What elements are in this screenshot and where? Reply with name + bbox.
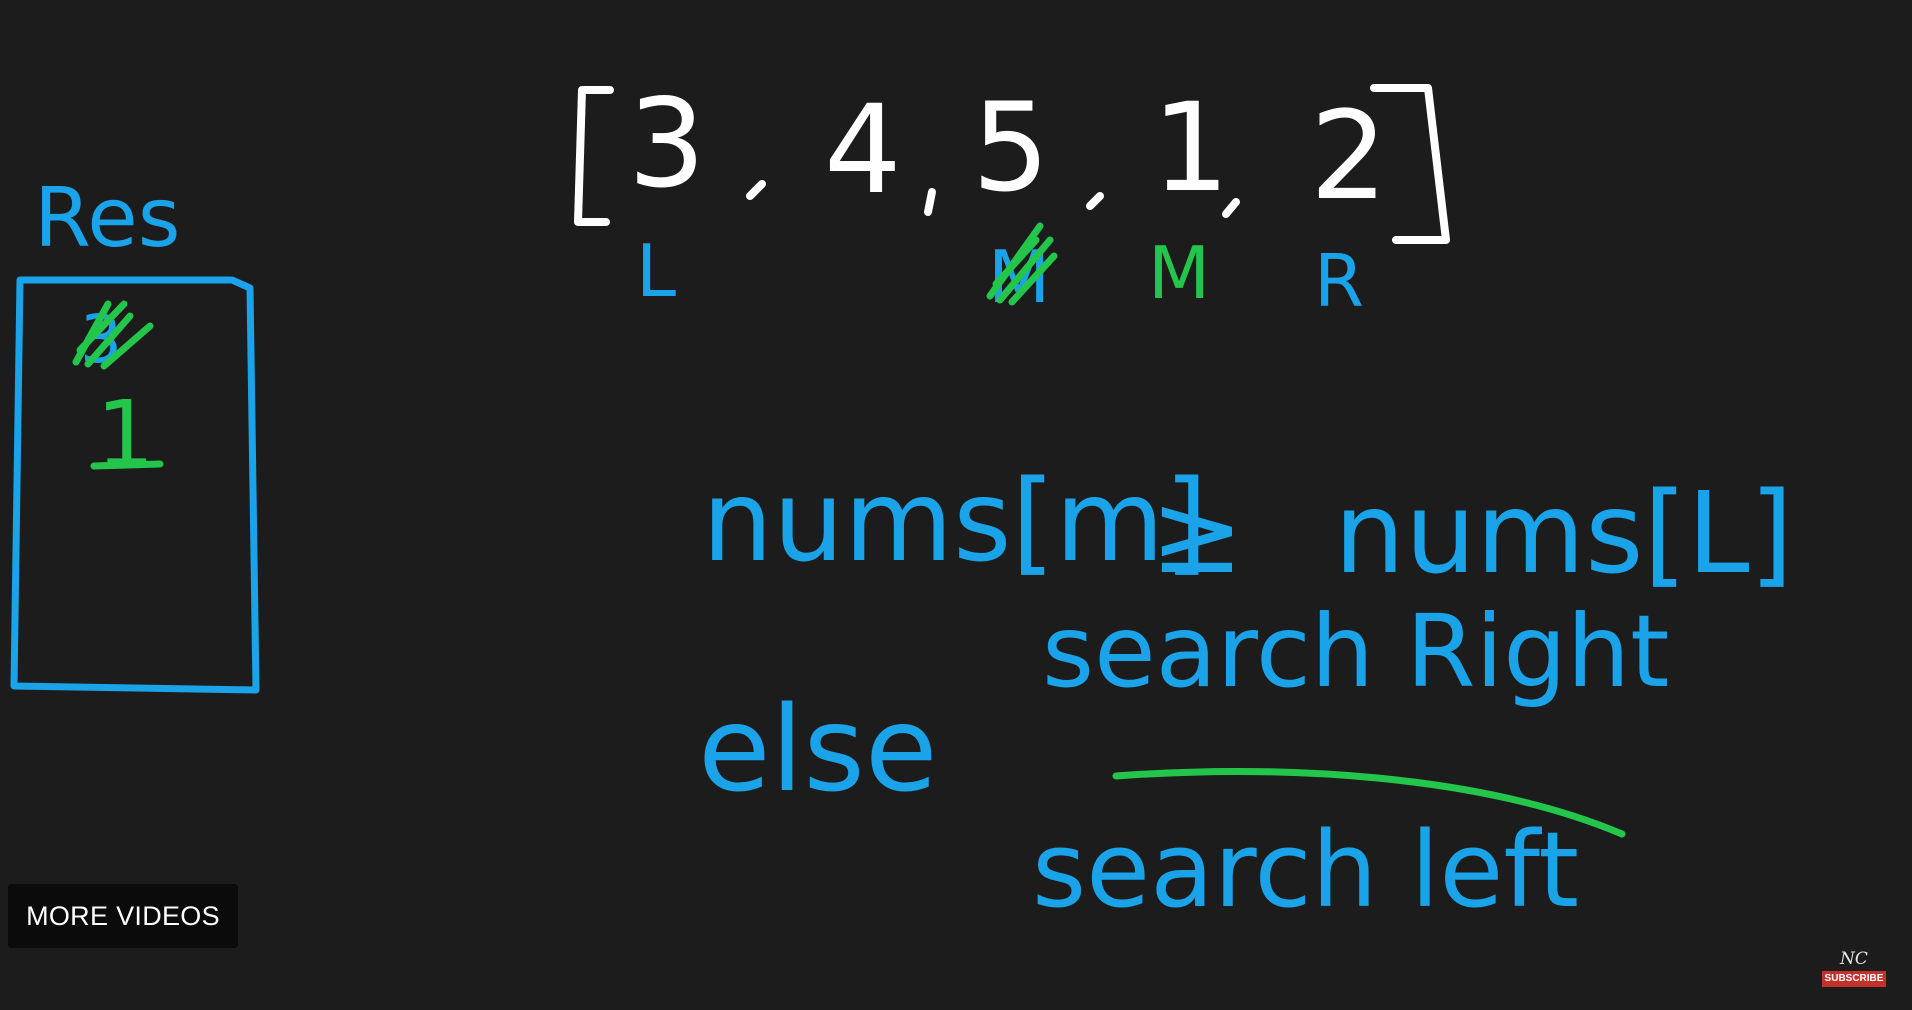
pointer-labels: L M M R (636, 222, 1364, 323)
else-keyword: else (698, 680, 937, 818)
array-comma-2 (1086, 192, 1104, 210)
array-close-bracket (1370, 84, 1450, 244)
if-action: search Right (1042, 593, 1669, 710)
pointer-left: L (636, 229, 676, 313)
array-open-bracket (574, 86, 614, 226)
array-comma-0 (746, 180, 766, 200)
more-videos-button[interactable]: MORE VIDEOS (8, 884, 238, 948)
channel-logo-icon: NC (1840, 949, 1868, 969)
array-value-3: 1 (1152, 77, 1230, 219)
divider-line (1112, 768, 1626, 838)
result-value: 1 (96, 381, 155, 488)
array-display: 3 4 5 1 2 (574, 73, 1450, 244)
pointer-mid: M (1148, 231, 1210, 315)
pointer-mid-crossout (986, 222, 1058, 306)
array-comma-3 (1222, 198, 1240, 218)
array-value-1: 4 (824, 79, 902, 221)
result-panel: Res 3 1 (10, 171, 260, 694)
pointer-right: R (1314, 239, 1364, 323)
array-comma-1 (924, 188, 936, 216)
array-value-4: 2 (1310, 85, 1388, 227)
condition-expression: nums[m] ≥ nums[L] (702, 457, 1793, 599)
branch-notes: search Right else search left (698, 593, 1669, 931)
condition-lhs: nums[m] (702, 457, 1208, 587)
array-value-2: 5 (972, 77, 1050, 219)
else-action: search left (1032, 809, 1579, 931)
result-value-underline (90, 460, 164, 470)
array-value-0: 3 (628, 73, 706, 215)
result-crossout (72, 300, 154, 370)
result-box (10, 276, 260, 694)
condition-rhs: nums[L] (1334, 469, 1793, 599)
subscribe-badge[interactable]: SUBSCRIBE (1821, 971, 1887, 987)
condition-operator: ≥ (1150, 469, 1244, 599)
channel-watermark[interactable]: NC SUBSCRIBE (1821, 949, 1887, 987)
result-label: Res (34, 171, 180, 266)
